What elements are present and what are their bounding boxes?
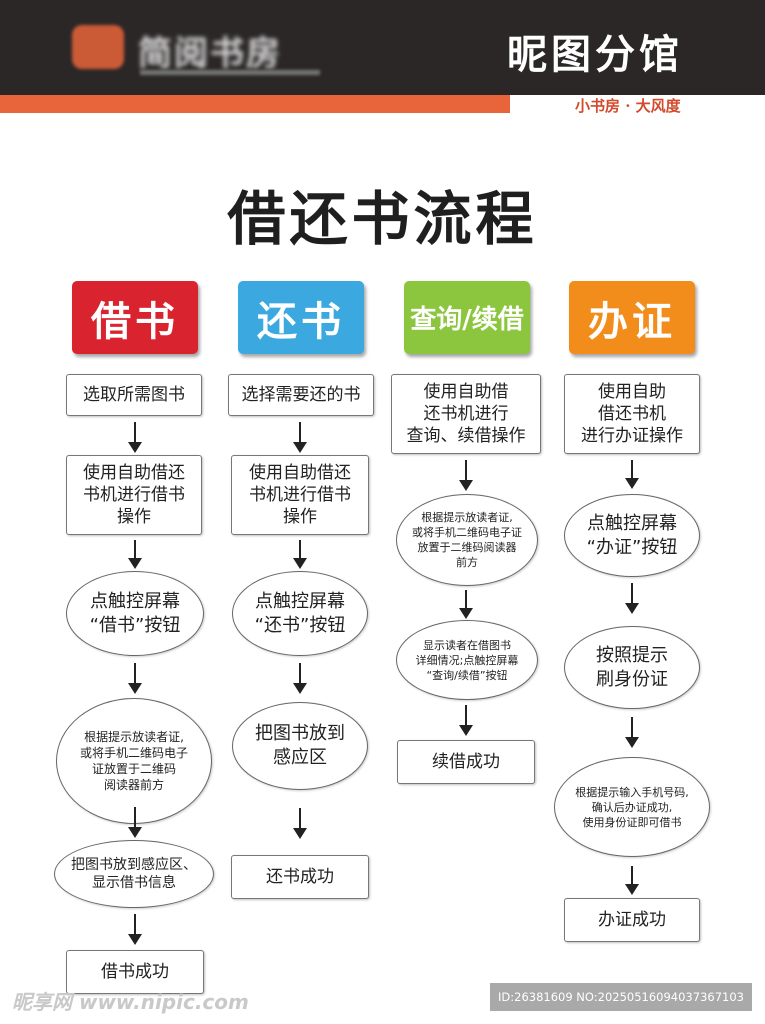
query-step-success: 续借成功	[397, 740, 535, 784]
arrow	[625, 717, 639, 748]
arrow	[293, 422, 307, 453]
logo-text: 简阅书房	[138, 34, 282, 74]
borrow-step-scan-card: 根据提示放读者证, 或将手机二维码电子 证放置于二维码 阅读器前方	[56, 698, 212, 824]
arrow	[128, 422, 142, 453]
category-query-renew: 查询/续借	[404, 281, 530, 354]
arrow	[625, 866, 639, 895]
return-step-use-machine: 使用自助借还 书机进行借书 操作	[231, 455, 369, 535]
watermark-id: ID:26381609 NO:20250516094037367103	[490, 983, 752, 1011]
query-step-use-machine: 使用自助借 还书机进行 查询、续借操作	[391, 374, 541, 454]
query-step-scan-card: 根据提示放读者证, 或将手机二维码电子证 放置于二维码阅读器 前方	[396, 494, 538, 586]
borrow-step-press-button: 点触控屏幕 “借书”按钮	[66, 571, 204, 656]
branch-name: 昵图分馆	[507, 32, 683, 78]
arrow	[293, 540, 307, 569]
logo-subline	[140, 70, 320, 75]
page-title: 借还书流程	[227, 185, 538, 253]
return-step-press-button: 点触控屏幕 “还书”按钮	[232, 571, 368, 656]
borrow-step-success: 借书成功	[66, 950, 204, 994]
arrow	[293, 808, 307, 839]
arrow	[459, 590, 473, 619]
arrow	[625, 583, 639, 614]
card-step-success: 办证成功	[564, 898, 700, 942]
accent-bar	[0, 95, 510, 113]
arrow	[128, 914, 142, 945]
return-step-success: 还书成功	[231, 855, 369, 899]
logo-icon	[72, 25, 124, 69]
arrow	[625, 460, 639, 489]
card-step-input-phone: 根据提示输入手机号码, 确认后办证成功, 使用身份证即可借书	[554, 757, 710, 857]
borrow-step-use-machine: 使用自助借还 书机进行借书 操作	[66, 455, 202, 535]
card-step-press-button: 点触控屏幕 “办证”按钮	[564, 494, 700, 577]
category-borrow: 借书	[72, 281, 198, 354]
return-step-select-book: 选择需要还的书	[228, 374, 374, 416]
return-step-place-book: 把图书放到 感应区	[232, 702, 368, 790]
arrow	[459, 460, 473, 491]
arrow	[293, 663, 307, 694]
slogan: 小书房 · 大风度	[575, 97, 681, 115]
arrow	[128, 663, 142, 694]
query-step-show-info: 显示读者在借图书 详细情况;点触控屏幕 “查询/续借”按钮	[396, 620, 538, 700]
arrow	[128, 807, 142, 838]
borrow-step-select-book: 选取所需图书	[66, 374, 202, 416]
card-step-use-machine: 使用自助 借还书机 进行办证操作	[564, 374, 700, 454]
watermark-left: 昵享网 www.nipic.com	[12, 990, 249, 1014]
category-card: 办证	[569, 281, 695, 354]
borrow-step-place-book: 把图书放到感应区、 显示借书信息	[54, 840, 214, 908]
arrow	[128, 540, 142, 569]
card-step-scan-id: 按照提示 刷身份证	[564, 626, 700, 709]
arrow	[459, 705, 473, 736]
header-bar: 简阅书房 昵图分馆	[0, 0, 765, 95]
category-return: 还书	[238, 281, 364, 354]
